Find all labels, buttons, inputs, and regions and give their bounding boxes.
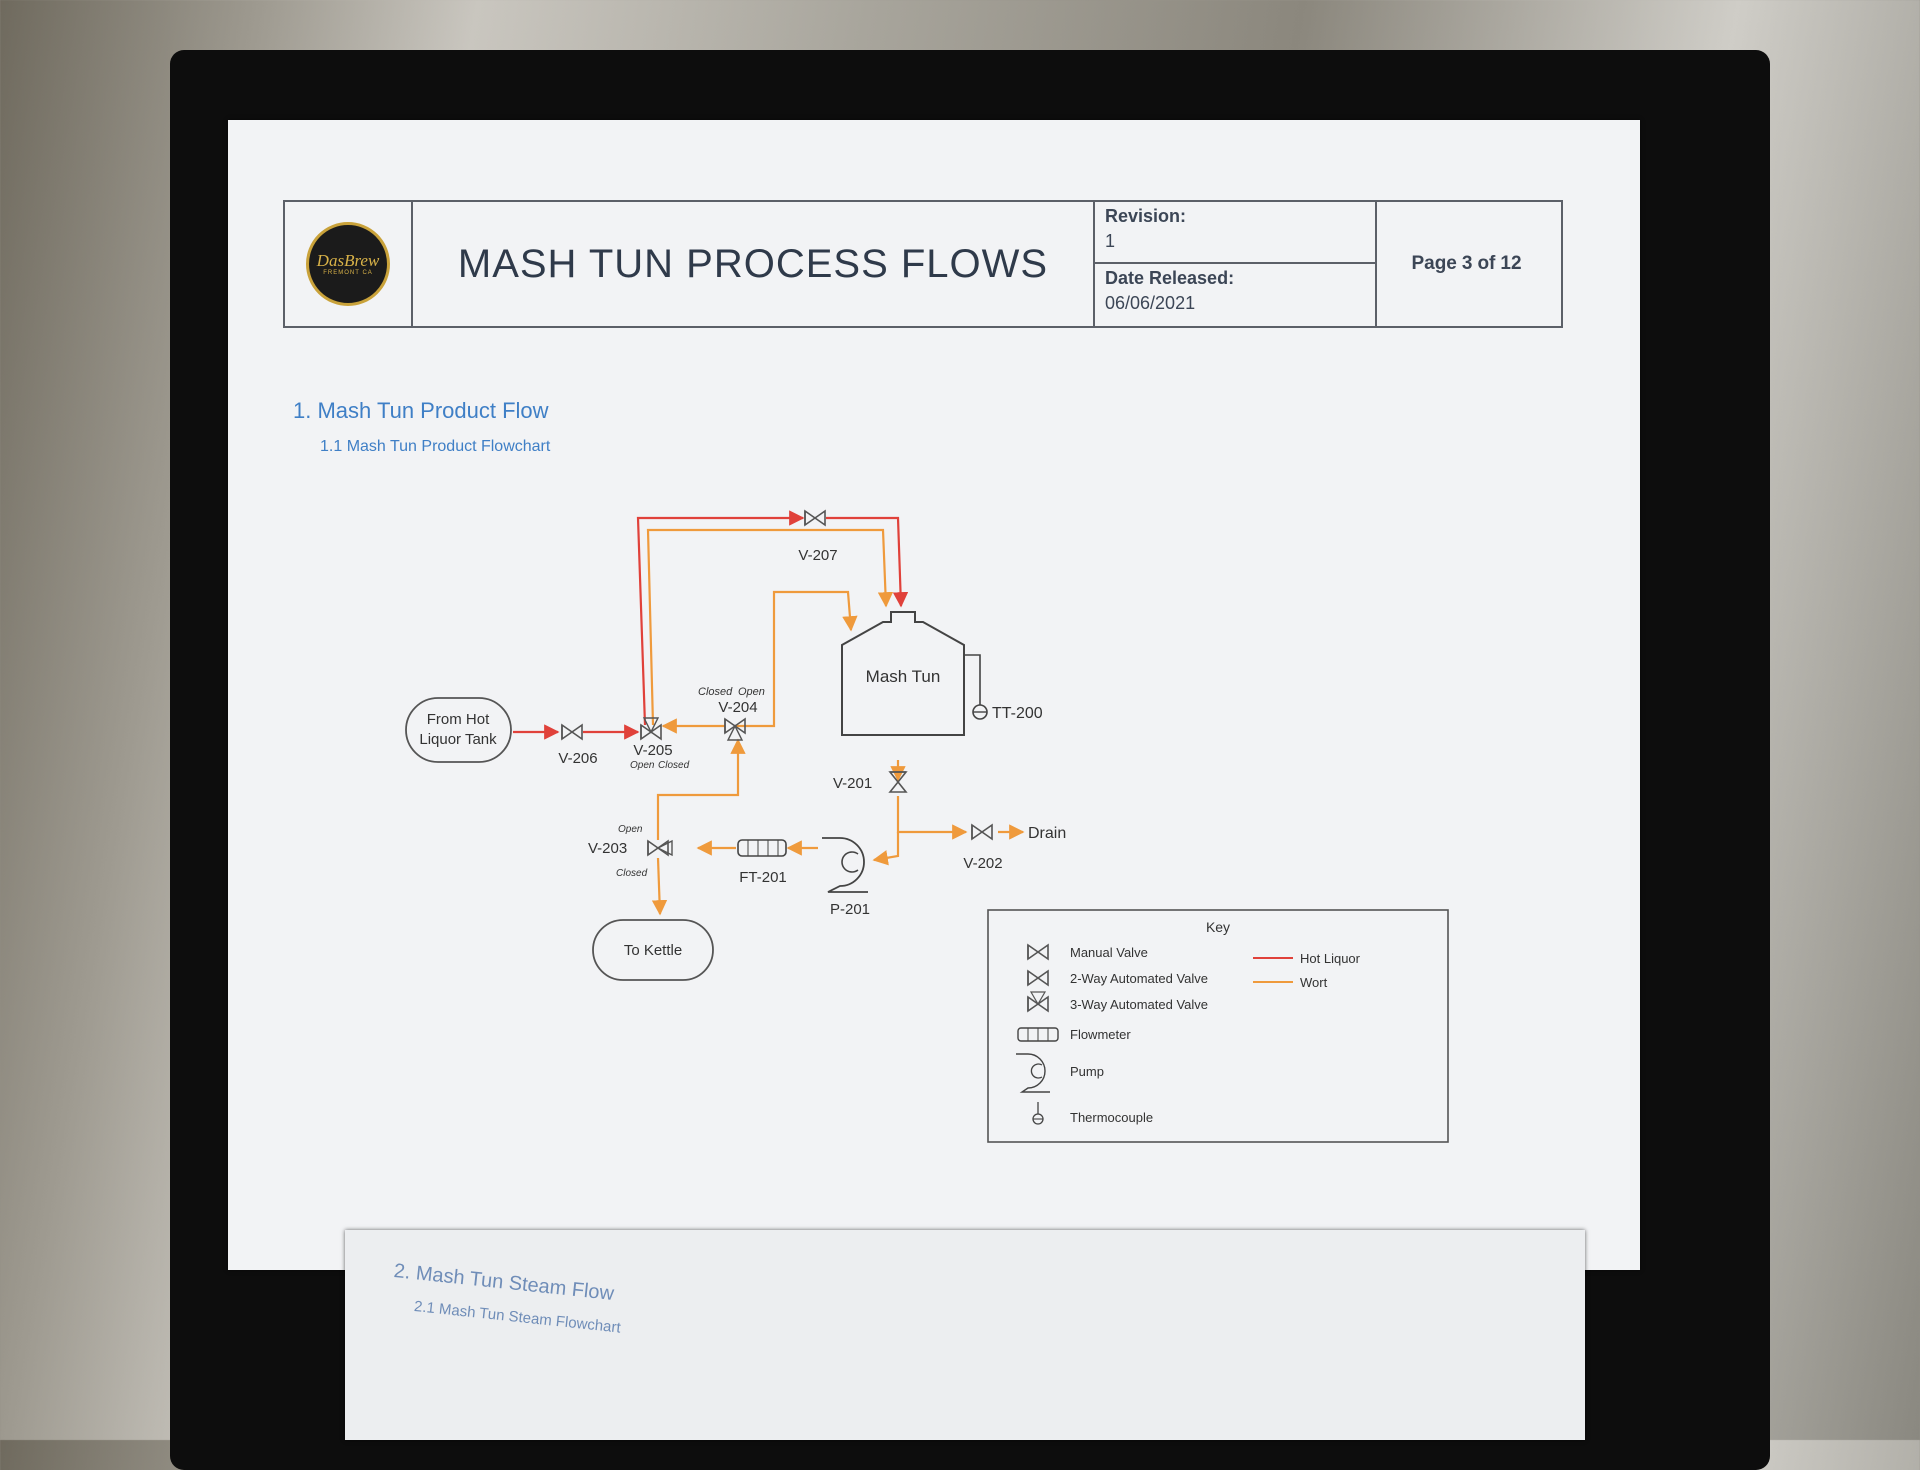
date-value: 06/06/2021	[1105, 293, 1196, 313]
v207-label: V-207	[798, 547, 837, 564]
mash-tun-label: Mash Tun	[866, 667, 941, 686]
process-flow-diagram: From Hot Liquor Tank To Kettle Mash Tun …	[405, 510, 1449, 1143]
key-wort: Wort	[1300, 975, 1328, 990]
wort-lines	[646, 528, 1025, 916]
p201-label: P-201	[830, 901, 870, 918]
three-way-valve-icon	[1027, 991, 1049, 1012]
drain-label: Drain	[1028, 825, 1066, 842]
v201-label: V-201	[833, 775, 872, 792]
pump-icon	[822, 837, 868, 893]
key-thermocouple: Thermocouple	[1070, 1110, 1153, 1125]
page-current: 3	[1461, 253, 1473, 274]
v203-open-label: Open	[618, 824, 643, 835]
logo-subtext: FREMONT CA	[323, 270, 373, 276]
date-label: Date Released:	[1105, 268, 1235, 288]
hot-liquor-riser	[636, 510, 805, 726]
v204-closed-label: Closed	[698, 686, 733, 698]
flowmeter-icon	[737, 839, 787, 857]
pump-key-icon	[1016, 1053, 1050, 1093]
document-sheet: DasBrew FREMONT CA MASH TUN PROCESS FLOW…	[228, 120, 1640, 1270]
date-row: Date Released: 06/06/2021	[1095, 264, 1375, 326]
two-way-valve-icon	[1027, 970, 1049, 986]
valve-v204-icon	[724, 718, 746, 741]
hot-liquor-lines	[513, 510, 909, 740]
thermocouple-icon	[972, 704, 988, 720]
wort-line-v203-up	[656, 738, 746, 840]
dasbrew-logo: DasBrew FREMONT CA	[306, 222, 390, 306]
hot-liquor-to-tun	[826, 516, 909, 608]
page-mid: of	[1477, 253, 1496, 274]
key-legend: Key Manual Valve 2-Way Automated Valve 3…	[987, 909, 1449, 1143]
mash-tun: Mash Tun	[841, 611, 981, 736]
valve-v205-icon	[640, 717, 662, 740]
valve-v203-icon	[647, 839, 673, 857]
from-hot-label-2: Liquor Tank	[419, 731, 497, 748]
logo-cell: DasBrew FREMONT CA	[283, 200, 413, 328]
wort-line-v204-top	[735, 590, 858, 728]
tt200-label: TT-200	[992, 705, 1043, 722]
key-manual-valve: Manual Valve	[1070, 945, 1148, 960]
v203-closed-label: Closed	[616, 868, 648, 879]
logo-text: DasBrew	[316, 251, 380, 270]
manual-valve-icon	[1027, 944, 1049, 960]
page-total: 12	[1500, 253, 1522, 274]
valve-v202-icon	[971, 824, 993, 840]
key-three-way: 3-Way Automated Valve	[1070, 997, 1208, 1012]
to-kettle-label: To Kettle	[624, 942, 682, 959]
wort-line-to-kettle	[651, 857, 668, 916]
from-hot-label-1: From Hot	[427, 711, 490, 728]
revision-label: Revision:	[1105, 206, 1187, 226]
meta-cell: Revision: 1 Date Released: 06/06/2021	[1093, 200, 1377, 328]
next-page-sheet: 2. Mash Tun Steam Flow 2.1 Mash Tun Stea…	[345, 1230, 1585, 1440]
thermocouple-key-icon	[1032, 1102, 1044, 1125]
wort-line-v207-return	[646, 528, 894, 726]
from-hot-liquor-tank: From Hot Liquor Tank	[405, 697, 512, 763]
section-subheading: 1.1 Mash Tun Product Flowchart	[320, 438, 551, 455]
flowmeter-key-icon	[1017, 1027, 1059, 1042]
valve-v201-icon	[888, 771, 908, 793]
v205-open-label: Open	[630, 760, 655, 771]
page-prefix: Page	[1411, 253, 1457, 274]
section2-subheading: 2.1 Mash Tun Steam Flowchart	[413, 1298, 622, 1337]
v205-closed-label: Closed	[658, 760, 690, 771]
key-two-way: 2-Way Automated Valve	[1070, 971, 1208, 986]
valve-v206-icon	[561, 724, 583, 740]
wort-line-to-pump	[872, 832, 900, 866]
v204-open-label: Open	[738, 686, 765, 698]
v206-label: V-206	[558, 750, 597, 767]
page-number: Page 3 of 12	[1375, 200, 1563, 328]
ft201-label: FT-201	[739, 869, 787, 886]
valve-v207-icon	[804, 510, 826, 526]
key-title: Key	[1206, 919, 1230, 935]
v202-label: V-202	[963, 855, 1002, 872]
revision-value: 1	[1105, 231, 1116, 251]
key-flowmeter: Flowmeter	[1070, 1027, 1131, 1042]
document-header: DasBrew FREMONT CA MASH TUN PROCESS FLOW…	[283, 200, 1563, 330]
revision-row: Revision: 1	[1095, 202, 1375, 264]
key-pump: Pump	[1070, 1064, 1104, 1079]
to-kettle: To Kettle	[592, 919, 714, 981]
v203-label: V-203	[588, 840, 627, 857]
key-hot-liquor: Hot Liquor	[1300, 951, 1361, 966]
section-heading: 1. Mash Tun Product Flow	[293, 398, 549, 423]
wort-line-v201-down	[896, 796, 968, 840]
v205-label: V-205	[633, 742, 672, 759]
v204-label: V-204	[718, 699, 757, 716]
